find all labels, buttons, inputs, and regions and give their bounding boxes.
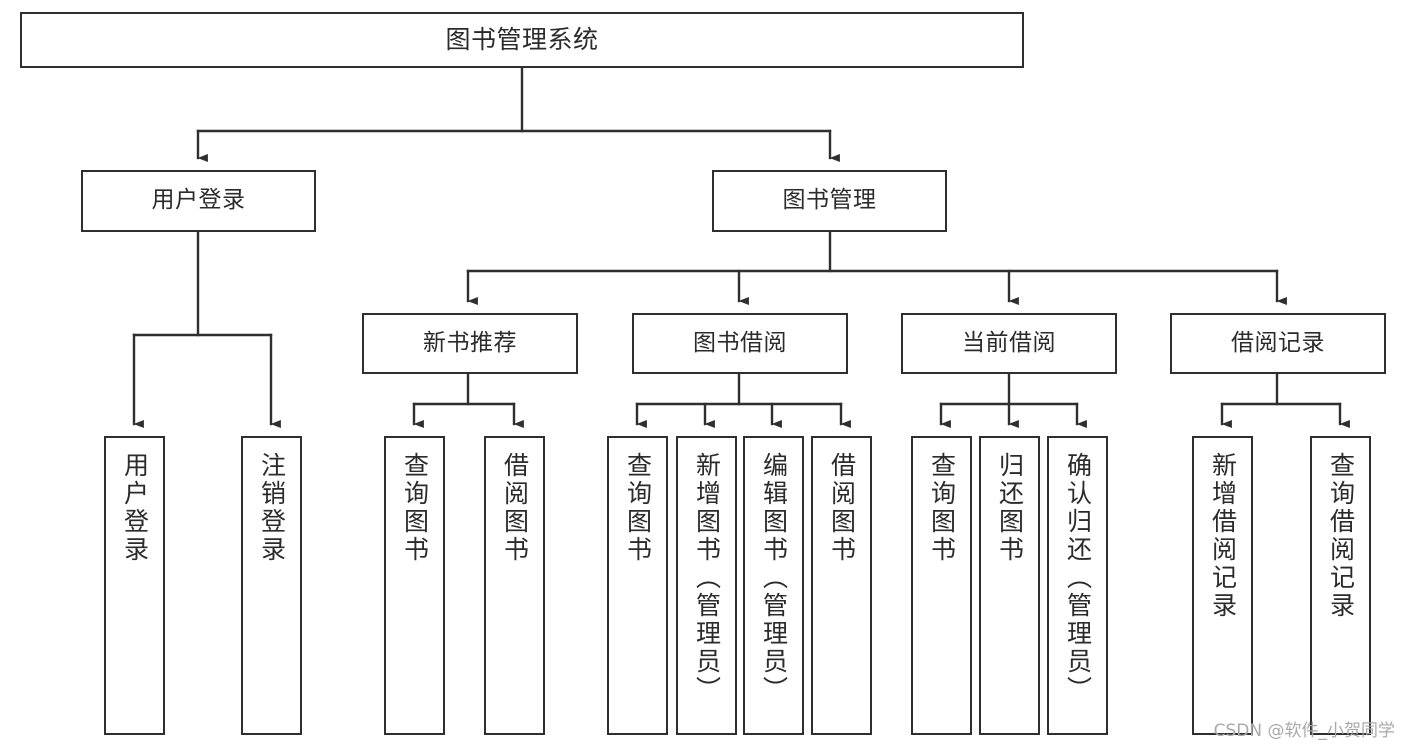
- leaf-records-add-record[interactable]: 新增借阅记录: [1192, 436, 1253, 735]
- leaf-records-query-record[interactable]: 查询借阅记录: [1310, 436, 1371, 735]
- node-borrow-records[interactable]: 借阅记录: [1170, 313, 1386, 374]
- leaf-records-query-record-label: 查询借阅记录: [1326, 452, 1356, 620]
- leaf-user-logout-label: 注销登录: [257, 452, 287, 564]
- node-new-book-recommend[interactable]: 新书推荐: [362, 313, 578, 374]
- node-current-borrow-label: 当前借阅: [962, 329, 1056, 356]
- node-book-borrow-label: 图书借阅: [693, 329, 787, 356]
- leaf-borrow-query-book[interactable]: 查询图书: [607, 436, 668, 735]
- leaf-borrow-add-book-admin[interactable]: 新增图书（管理员）: [676, 436, 737, 735]
- leaf-borrow-borrow-book[interactable]: 借阅图书: [811, 436, 872, 735]
- node-root-label: 图书管理系统: [445, 25, 599, 55]
- leaf-user-login-label: 用户登录: [120, 452, 150, 564]
- leaf-current-query-book-label: 查询图书: [927, 452, 957, 564]
- leaf-borrow-add-book-admin-label: 新增图书（管理员）: [692, 452, 722, 704]
- csdn-watermark: CSDN @软件_小贺同学: [1213, 721, 1395, 741]
- node-user-login-label: 用户登录: [151, 187, 246, 214]
- leaf-recommend-borrow-book-label: 借阅图书: [500, 452, 530, 564]
- node-new-book-recommend-label: 新书推荐: [423, 329, 517, 356]
- leaf-current-return-book-label: 归还图书: [995, 452, 1025, 564]
- leaf-borrow-edit-book-admin[interactable]: 编辑图书（管理员）: [743, 436, 804, 735]
- node-borrow-records-label: 借阅记录: [1231, 329, 1325, 356]
- leaf-user-logout[interactable]: 注销登录: [241, 436, 302, 735]
- leaf-current-confirm-return-admin-label: 确认归还（管理员）: [1063, 452, 1093, 704]
- leaf-user-login[interactable]: 用户登录: [104, 436, 165, 735]
- leaf-current-return-book[interactable]: 归还图书: [979, 436, 1040, 735]
- leaf-records-add-record-label: 新增借阅记录: [1208, 452, 1238, 620]
- node-book-management[interactable]: 图书管理: [712, 170, 947, 232]
- leaf-recommend-borrow-book[interactable]: 借阅图书: [484, 436, 545, 735]
- node-root[interactable]: 图书管理系统: [20, 12, 1024, 68]
- node-book-borrow[interactable]: 图书借阅: [632, 313, 848, 374]
- leaf-borrow-borrow-book-label: 借阅图书: [827, 452, 857, 564]
- leaf-recommend-query-book-label: 查询图书: [400, 452, 430, 564]
- leaf-recommend-query-book[interactable]: 查询图书: [384, 436, 445, 735]
- node-book-management-label: 图书管理: [782, 187, 877, 214]
- node-user-login[interactable]: 用户登录: [81, 170, 316, 232]
- leaf-borrow-query-book-label: 查询图书: [623, 452, 653, 564]
- leaf-borrow-edit-book-admin-label: 编辑图书（管理员）: [759, 452, 789, 704]
- node-current-borrow[interactable]: 当前借阅: [901, 313, 1117, 374]
- leaf-current-confirm-return-admin[interactable]: 确认归还（管理员）: [1047, 436, 1108, 735]
- leaf-current-query-book[interactable]: 查询图书: [911, 436, 972, 735]
